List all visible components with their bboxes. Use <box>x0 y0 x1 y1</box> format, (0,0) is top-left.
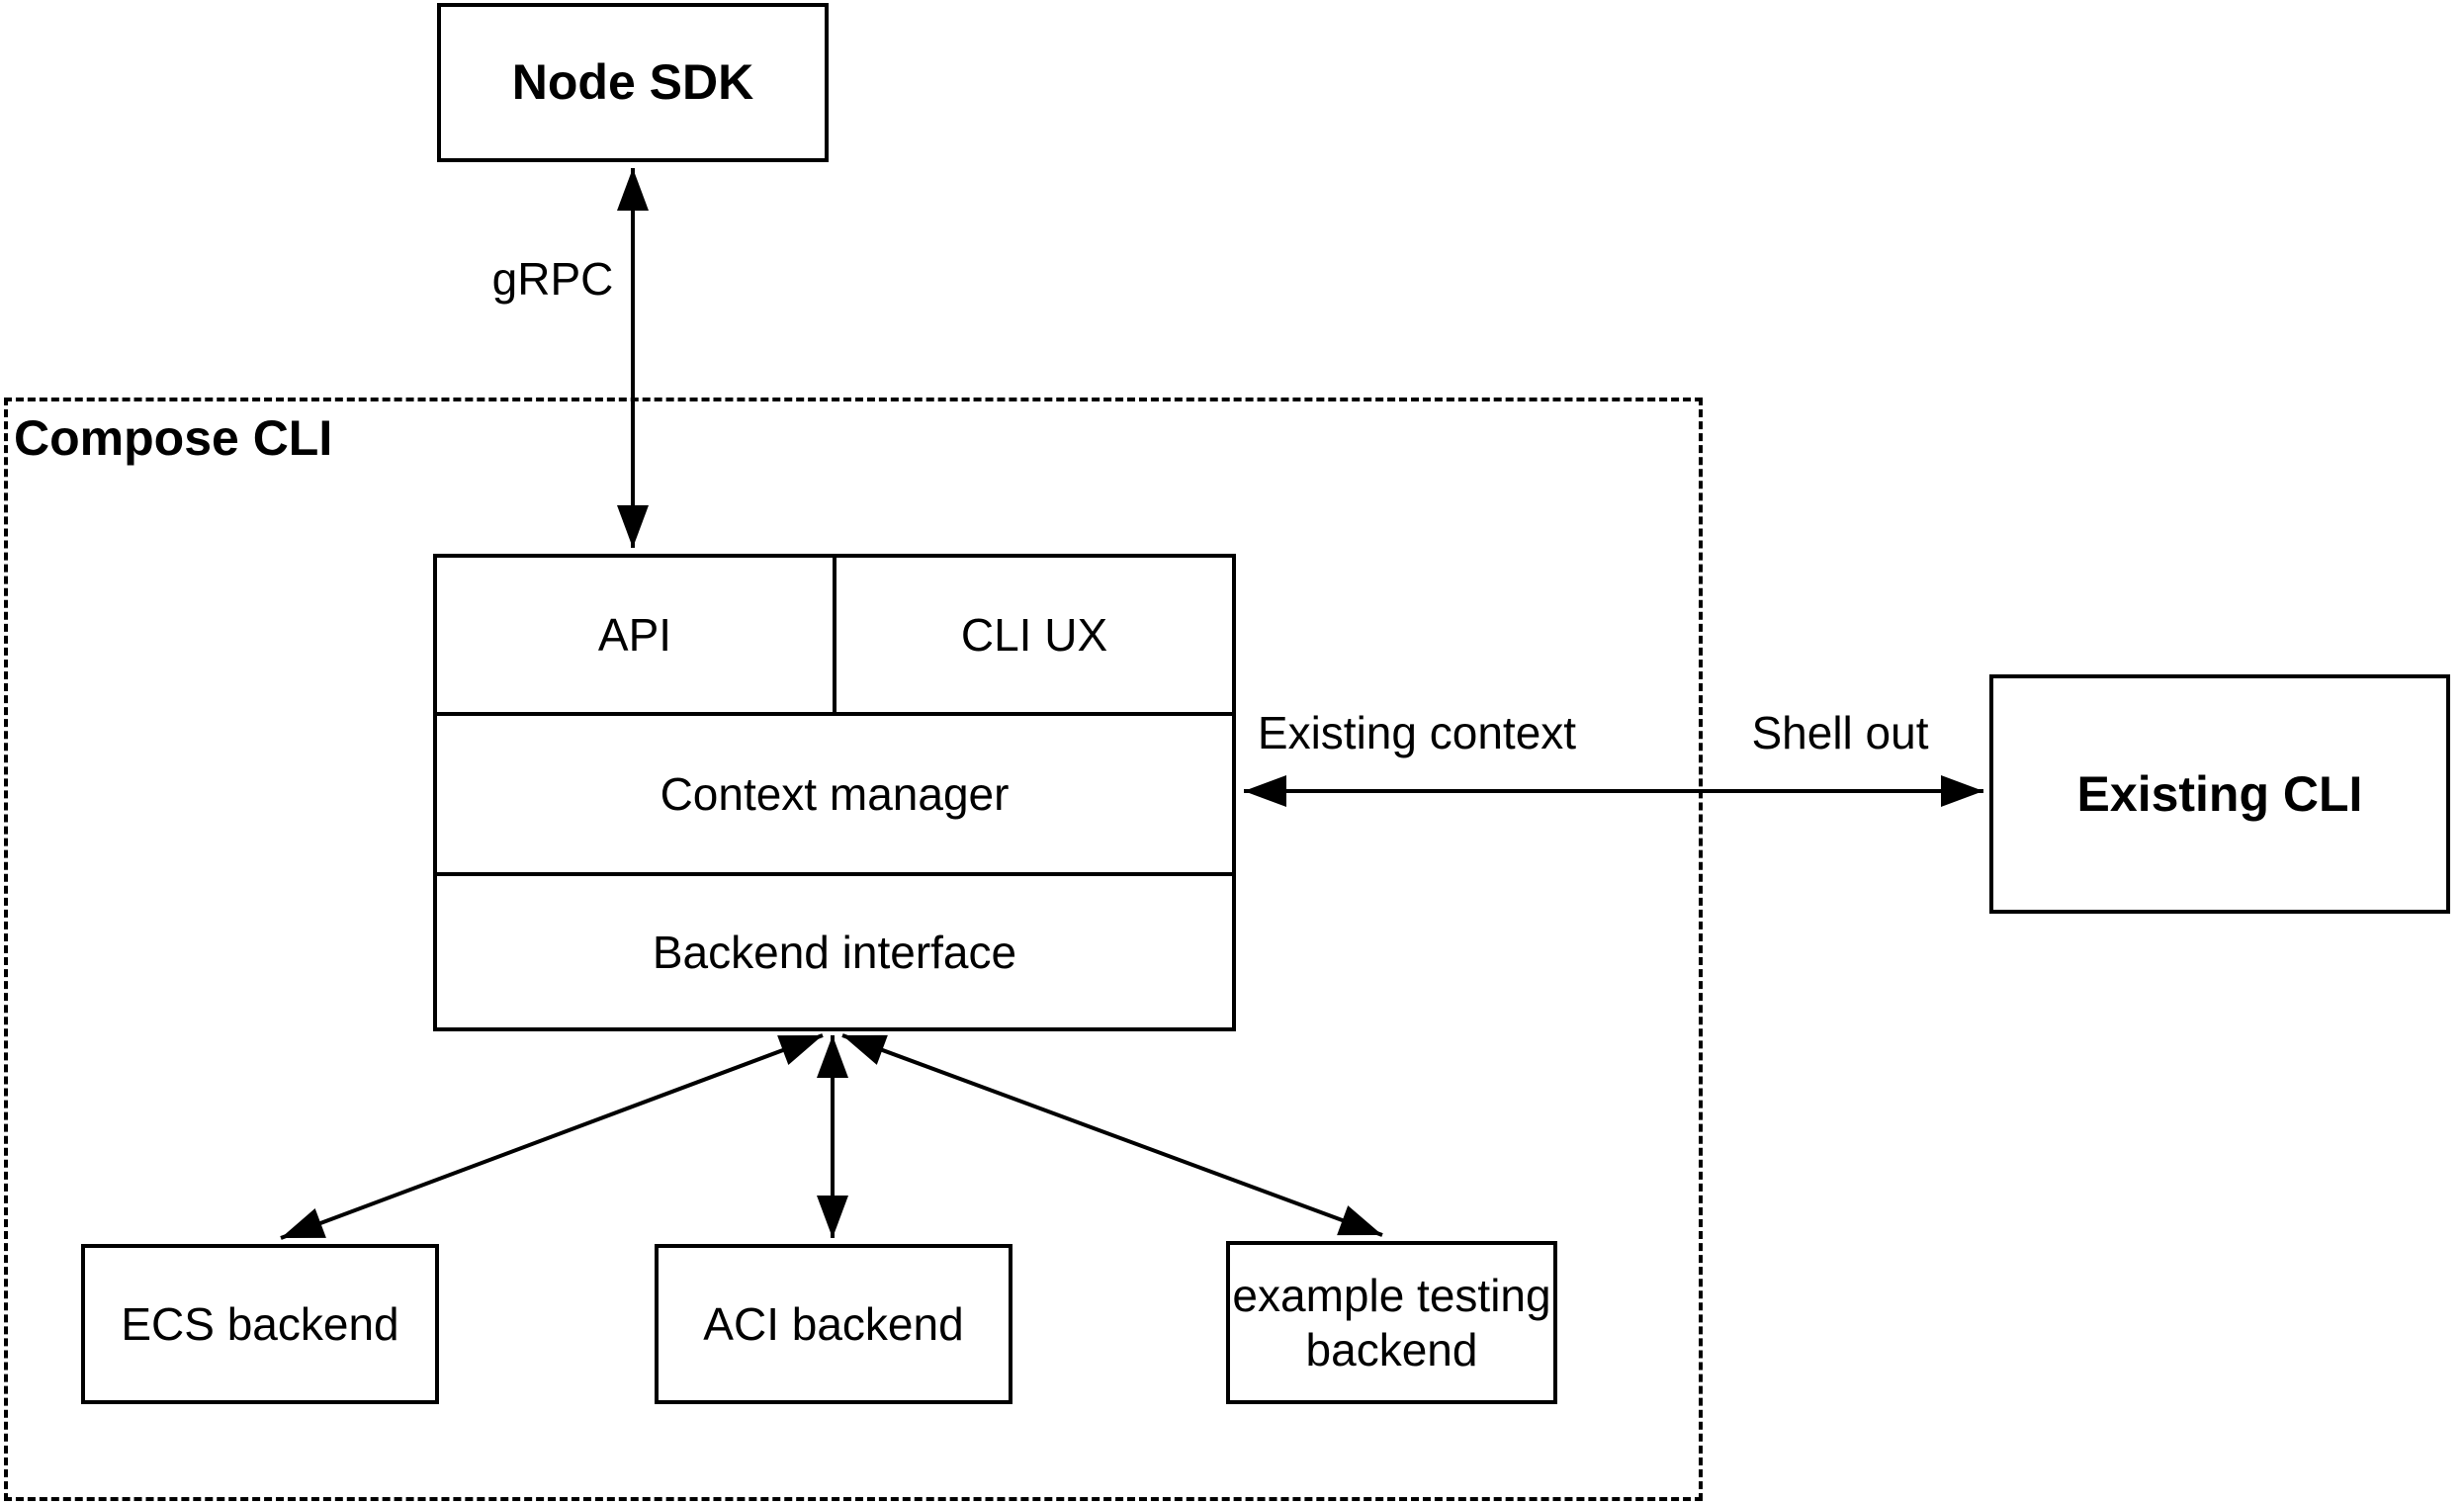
example-testing-backend-box: example testing backend <box>1226 1241 1557 1404</box>
backend-to-example-arrow <box>841 1033 1383 1237</box>
backend-to-ecs-arrow <box>280 1033 824 1240</box>
api-label: API <box>597 609 672 661</box>
compose-cli-stack: API CLI UX Context manager Backend inter… <box>433 554 1236 1031</box>
existing-cli-box: Existing CLI <box>1989 674 2450 914</box>
backend-interface-cell: Backend interface <box>437 876 1232 1027</box>
existing-context-edge-label: Existing context <box>1257 707 1577 758</box>
existing-cli-label: Existing CLI <box>2076 765 2363 822</box>
grpc-edge-label: gRPC <box>491 253 614 305</box>
context-manager-cell: Context manager <box>437 716 1232 876</box>
ecs-backend-label: ECS backend <box>121 1297 399 1350</box>
api-cell: API <box>437 558 836 712</box>
node-sdk-box: Node SDK <box>437 3 829 162</box>
aci-backend-label: ACI backend <box>703 1297 964 1350</box>
node-sdk-label: Node SDK <box>511 54 754 110</box>
shell-out-edge-label: Shell out <box>1751 707 1929 758</box>
cli-ux-cell: CLI UX <box>836 558 1232 712</box>
aci-backend-box: ACI backend <box>655 1244 1012 1404</box>
compose-cli-container-label: Compose CLI <box>14 410 333 466</box>
stack-top-row: API CLI UX <box>437 558 1232 716</box>
backend-interface-label: Backend interface <box>652 926 1017 978</box>
context-manager-label: Context manager <box>660 768 1010 820</box>
ecs-backend-box: ECS backend <box>81 1244 439 1404</box>
cli-ux-label: CLI UX <box>960 609 1108 661</box>
compose-cli-container: Compose CLI <box>4 398 1703 1501</box>
example-testing-backend-label: example testing backend <box>1232 1270 1551 1375</box>
